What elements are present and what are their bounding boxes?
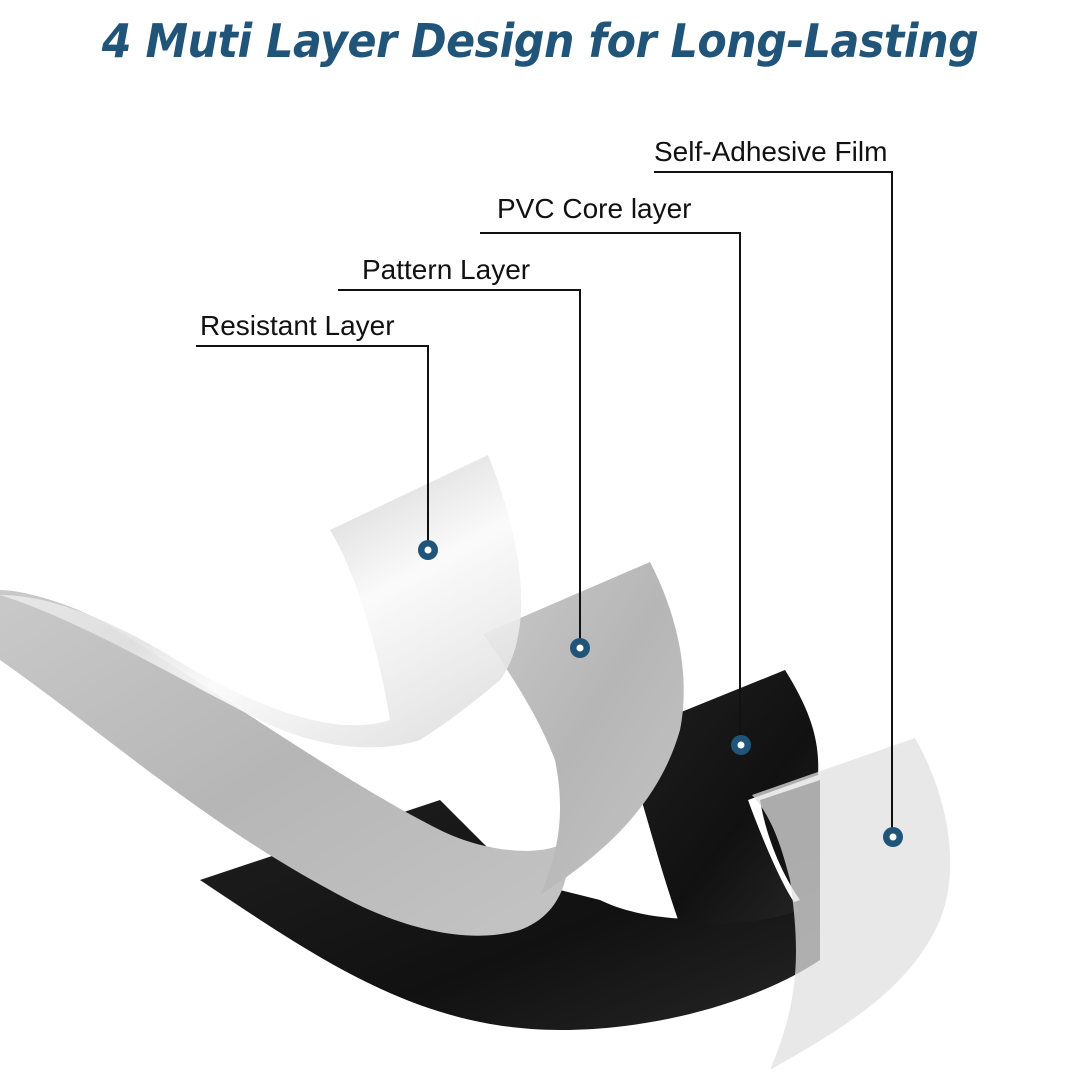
leader-line-resistant xyxy=(196,345,429,545)
marker-dot-icon xyxy=(883,827,903,847)
self-adhesive-film-shape xyxy=(752,738,951,1070)
label-pvc-core-layer: PVC Core layer xyxy=(497,193,692,224)
marker-dot-icon xyxy=(731,735,751,755)
label-resistant-layer: Resistant Layer xyxy=(200,310,395,341)
page-title: 4 Muti Layer Design for Long-Lasting xyxy=(101,14,979,68)
marker-dot-icon xyxy=(570,638,590,658)
marker-dot-icon xyxy=(418,540,438,560)
leader-line-pvc-core xyxy=(480,232,741,740)
leader-line-self-adhesive xyxy=(654,171,893,832)
leader-line-pattern xyxy=(338,289,581,642)
pattern-layer-shape xyxy=(0,562,684,936)
label-self-adhesive-film: Self-Adhesive Film xyxy=(654,136,888,167)
resistant-layer-shape xyxy=(0,455,522,748)
label-pattern-layer: Pattern Layer xyxy=(362,254,531,285)
